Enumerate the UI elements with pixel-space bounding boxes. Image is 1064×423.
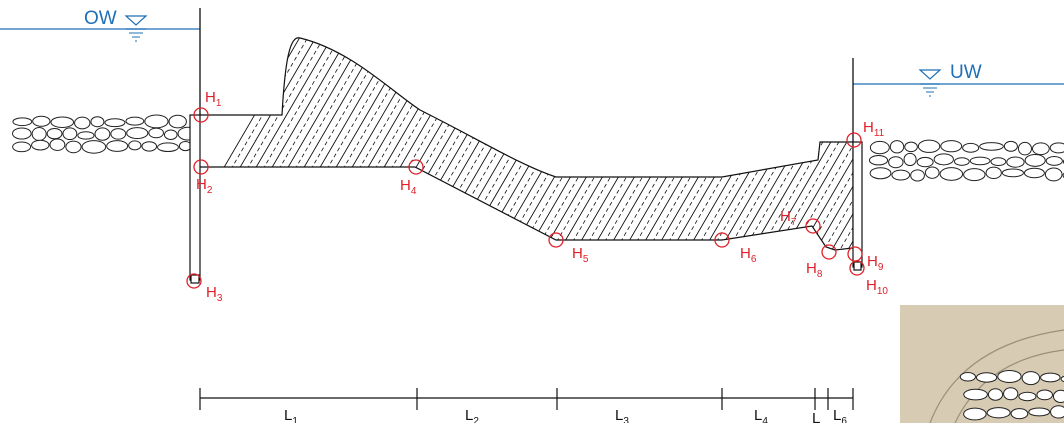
upstream-label: OW (84, 8, 117, 29)
point-label-h4: H4 (400, 177, 417, 197)
downstream-sheet-pile (852, 58, 863, 271)
point-marker-h3 (186, 273, 202, 289)
point-label-h1: H1 (205, 89, 222, 109)
point-label-h6: H6 (740, 245, 757, 265)
segment-label-lunnumbered: L (812, 410, 820, 423)
point-label-h10: H10 (866, 277, 888, 297)
point-marker-h11 (846, 132, 862, 148)
point-marker-h10 (849, 260, 865, 276)
water-level-triangle-icon (124, 15, 148, 42)
point-label-h11: H11 (863, 119, 885, 139)
weir-body (200, 37, 854, 251)
point-label-h3: H3 (206, 284, 223, 304)
segment-label-l2: L2 (465, 407, 479, 423)
water-level-triangle-icon (918, 69, 942, 97)
point-marker-h7 (805, 218, 821, 234)
downstream-label: UW (950, 62, 982, 83)
dimension-line: L1 L2 L3 L4 L L6 (199, 388, 854, 423)
point-label-h8: H8 (806, 260, 823, 280)
point-marker-h6 (714, 232, 730, 248)
segment-label-l4: L4 (754, 407, 768, 423)
segment-label-l1: L1 (284, 407, 298, 423)
segment-label-l3: L3 (615, 407, 629, 423)
point-label-h9: H9 (867, 253, 884, 273)
point-marker-h5 (548, 232, 564, 248)
point-marker-h2 (193, 159, 209, 175)
photo-thumbnail (900, 305, 1064, 423)
upstream-sheet-pile (189, 8, 201, 284)
point-marker-h4 (408, 159, 424, 175)
upstream-water-level: OW (0, 8, 200, 42)
gravel-pattern-icon (12, 114, 199, 154)
point-label-h5: H5 (572, 245, 589, 265)
point-marker-h1 (193, 107, 209, 123)
gravel-pattern-icon (868, 139, 1064, 182)
point-marker-h8 (821, 244, 837, 260)
downstream-water-level: UW (853, 62, 1064, 97)
segment-label-l6: L6 (833, 407, 847, 423)
